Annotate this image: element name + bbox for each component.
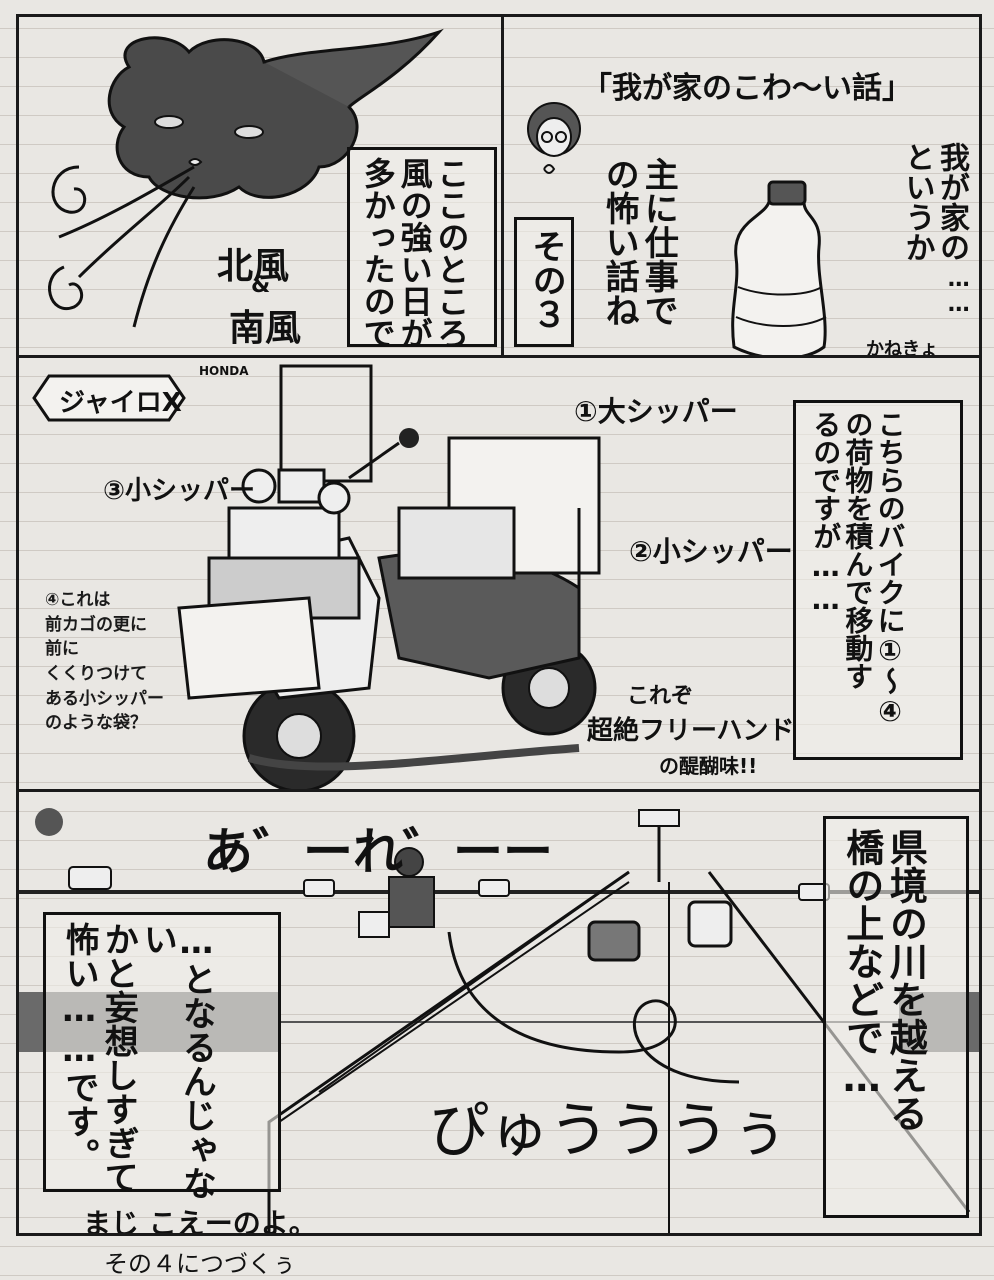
- maker-label: HONDA: [199, 364, 249, 378]
- gyro-x-bike-illustration: [32, 364, 601, 789]
- narration-bike: こちらのバイクに①〜④ の荷物を積んで移動す るのですが……: [809, 410, 906, 728]
- intro-line: というか: [899, 142, 935, 262]
- narration-box-wind: [347, 147, 497, 347]
- label-bag-line: ④これは: [45, 590, 111, 610]
- narration-box-left: [43, 912, 281, 1192]
- narration-line: かと妄想しすぎて: [98, 922, 139, 1194]
- narration-wind: ここのところ 風の強い日が 多かったので: [358, 157, 471, 349]
- label-bag-line: 前に: [45, 639, 79, 660]
- wind-label-amp: &: [251, 273, 271, 298]
- part-number-box: [514, 217, 574, 347]
- label-bag-line: のような袋？: [45, 713, 147, 734]
- wind-label-north: 北風: [217, 246, 290, 287]
- narration-box-right: [823, 816, 969, 1218]
- subtitle: 主に仕事で の怖い話ね: [599, 157, 679, 327]
- label-bag-line: ある小シッパー: [45, 688, 164, 709]
- intro-ellipsis: ……: [946, 267, 972, 317]
- narration-line: 多かったので: [358, 157, 397, 349]
- story-title: 「我が家のこわ〜い話」: [582, 71, 912, 106]
- narration-line: …となるんじゃない: [137, 922, 217, 1200]
- brand-label: かねきょ: [866, 339, 938, 358]
- label-small-shipper-2: ②小シッパー: [629, 535, 793, 568]
- narration-fear: …となるんじゃない かと妄想しすぎて 怖い……です。: [59, 922, 217, 1233]
- label-small-shipper-3: ③小シッパー: [103, 476, 256, 506]
- subtitle-line: 主に仕事で: [638, 157, 679, 327]
- intro-line: 我が家の: [934, 142, 969, 262]
- intro-text: 我が家の というか: [899, 142, 970, 262]
- freehand-line-1: これぞ: [627, 684, 694, 709]
- footer-continued: その４につづくぅ: [104, 1250, 296, 1278]
- label-bag-4: ④これは 前カゴの更に 前に くくりつけて ある小シッパー のような袋？: [45, 588, 164, 736]
- bottom-line: まじ こえーのよ。: [83, 1207, 317, 1236]
- narration-line: るのですが……: [809, 410, 843, 616]
- freehand-line-3: の醍醐味!!: [659, 754, 758, 778]
- narration-line: 県境の川を越える: [883, 828, 928, 1132]
- narration-line: の荷物を積んで移動す: [841, 410, 875, 690]
- wind-cloud-illustration: [48, 28, 444, 328]
- label-bag-line: くくりつけて: [45, 663, 148, 684]
- label-large-shipper: ①大シッパー: [574, 395, 738, 428]
- panel-wind: ここのところ 風の強い日が 多かったので 北風 & 南風: [16, 14, 504, 358]
- subtitle-line: の怖い話ね: [599, 157, 640, 327]
- sfx-wind: ぴゅうううぅ: [429, 1096, 789, 1166]
- narration-box-bike: [793, 400, 963, 760]
- wind-label-south: 南風: [229, 308, 302, 349]
- panel-intro: 「我が家のこわ〜い話」 主に仕事で の怖い話ね その３ 我が家の というか ………: [501, 14, 982, 358]
- narration-line: ここのところ: [432, 157, 471, 349]
- narration-line: 怖い……です。: [59, 922, 100, 1172]
- narration-bridge: 県境の川を越える 橋の上などで…: [839, 828, 928, 1132]
- label-bag-line: 前カゴの更に: [45, 614, 147, 635]
- part-number: その３: [526, 229, 567, 331]
- author-and-bottle-illustration: [527, 102, 827, 355]
- narration-line: こちらのバイクに①〜④: [873, 410, 907, 728]
- narration-line: 橋の上などで…: [839, 828, 884, 1100]
- bike-badge: ジャイロX: [59, 388, 182, 418]
- panel-bridge: あ゛ーれ゛ーー 県境の川を越える 橋の上などで… …となるんじゃない かと妄想し…: [16, 789, 982, 1236]
- sfx-scream: あ゛ーれ゛ーー: [203, 823, 553, 881]
- freehand-line-2: 超絶フリーハンド: [587, 716, 795, 746]
- panel-bike: ジャイロX HONDA ①大シッパー ②小シッパー ③小シッパー ④これは 前カ…: [16, 355, 982, 792]
- narration-line: 風の強い日が: [395, 157, 434, 349]
